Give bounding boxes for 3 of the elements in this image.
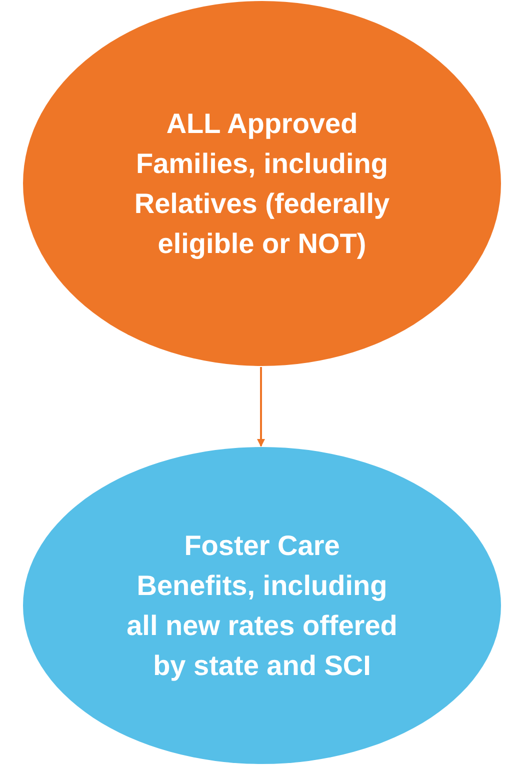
node-text: ALL Approved Families, including Relatives (federally eligible or NOT) [133,106,391,261]
node-text: Foster Care Benefits, including all new rates offered by state and SCI [126,528,398,683]
arrow [257,367,265,447]
